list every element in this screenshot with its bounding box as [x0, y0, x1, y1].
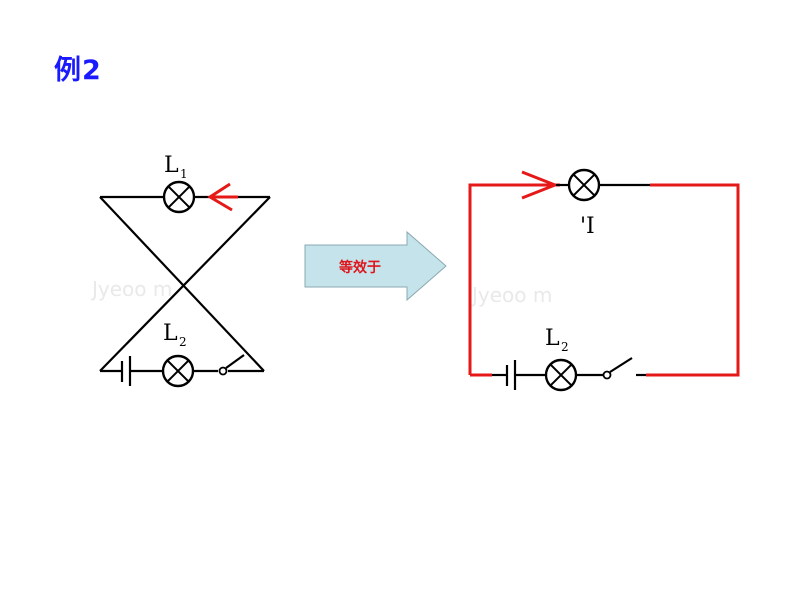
right-right-wire [646, 183, 740, 377]
left-cross-wire-1 [99, 196, 265, 372]
left-lamp-l1 [162, 180, 196, 214]
right-watermark: Jyeoo m [470, 283, 552, 307]
right-l2-subscript: 2 [561, 340, 569, 354]
right-switch [602, 357, 646, 380]
right-l2-label: L [545, 326, 560, 351]
left-cross-wire-2 [99, 196, 271, 372]
left-battery [120, 356, 132, 386]
equivalence-arrow-label: 等效于 [339, 259, 381, 276]
left-lamp-l2 [161, 354, 195, 388]
right-lamp-l2 [544, 358, 578, 392]
right-battery [505, 360, 517, 390]
right-current-arrow [500, 170, 560, 200]
right-circuit: Jyeoo m 'I [468, 168, 740, 392]
slide-title: 例2 [54, 55, 102, 86]
right-l1-label: 'I [580, 214, 595, 239]
left-circuit: Jyeoo m [90, 153, 271, 388]
left-watermark: Jyeoo m [90, 277, 172, 301]
right-lamp-l1 [567, 168, 601, 202]
left-current-arrow [207, 182, 238, 212]
left-switch [218, 354, 245, 376]
left-l2-label: L [163, 321, 178, 346]
right-left-wire [468, 183, 532, 375]
equivalence-arrow-shape [304, 230, 447, 302]
equivalence-arrow: 等效于 [304, 230, 447, 302]
left-l1-label: L [164, 153, 179, 178]
left-l2-subscript: 2 [179, 335, 187, 349]
left-l1-subscript: 1 [180, 167, 188, 181]
